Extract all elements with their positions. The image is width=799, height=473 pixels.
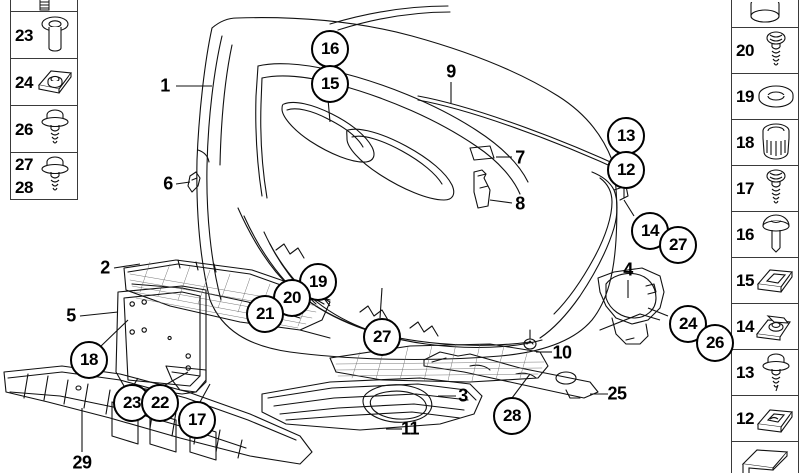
- part-box-17[interactable]: 17: [731, 165, 799, 212]
- leader-line-27b: [379, 287, 383, 319]
- part-number-12: 12: [736, 409, 754, 428]
- square-frame-nut-icon: [754, 258, 798, 303]
- callout-9[interactable]: 9: [446, 61, 456, 82]
- callout-8[interactable]: 8: [515, 193, 525, 214]
- dome-head-screw-icon: [754, 212, 798, 257]
- callout-22[interactable]: 22: [141, 384, 179, 422]
- callout-1[interactable]: 1: [160, 75, 170, 96]
- callout-26[interactable]: 26: [696, 324, 734, 362]
- callout-4[interactable]: 4: [623, 259, 633, 280]
- part-number-15: 15: [736, 271, 754, 290]
- callout-18[interactable]: 18: [70, 341, 108, 379]
- part-box-24[interactable]: 24: [10, 58, 78, 106]
- part-box-27-28[interactable]: 27 28: [10, 152, 78, 200]
- part-box-20[interactable]: 20: [731, 27, 799, 74]
- callout-10[interactable]: 10: [552, 342, 572, 363]
- callout-5[interactable]: 5: [66, 305, 76, 326]
- part-box-14[interactable]: 14: [731, 303, 799, 350]
- part-number-26: 26: [15, 119, 33, 139]
- square-clip-nut-icon: [33, 59, 77, 105]
- leader-line-26: [639, 313, 661, 321]
- leader-line-8: [489, 199, 513, 204]
- part-box-12[interactable]: 12: [731, 395, 799, 442]
- callout-11[interactable]: 11: [400, 418, 420, 439]
- leader-line-28: [511, 373, 531, 399]
- bracket-clip-icon: [732, 442, 798, 473]
- part-box-13[interactable]: 13: [731, 349, 799, 396]
- plate-clip-nut-icon: [754, 304, 798, 349]
- part-number-16: 16: [736, 225, 754, 244]
- callout-6[interactable]: 6: [163, 173, 173, 194]
- part-box-26[interactable]: 26: [10, 105, 78, 153]
- collar-bushing-icon: [33, 12, 77, 58]
- part-number-group-27-28: 27 28: [11, 153, 33, 199]
- flanged-screw-icon-2: [33, 153, 77, 199]
- spring-clip-icon: [754, 396, 798, 441]
- callout-2[interactable]: 2: [100, 257, 110, 278]
- part-box-18[interactable]: 18: [731, 119, 799, 166]
- part-number-19: 19: [736, 87, 754, 106]
- part-number-28: 28: [15, 178, 33, 197]
- ribbed-grommet-icon: [754, 120, 798, 165]
- callout-17[interactable]: 17: [178, 401, 216, 439]
- callout-27-lower[interactable]: 27: [363, 318, 401, 356]
- part-number-14: 14: [736, 317, 754, 336]
- leader-line-24: [647, 307, 669, 317]
- callout-13[interactable]: 13: [607, 117, 645, 155]
- part-box-15[interactable]: 15: [731, 257, 799, 304]
- flanged-screw-icon: [33, 106, 77, 152]
- callout-3[interactable]: 3: [458, 385, 468, 406]
- callout-7[interactable]: 7: [515, 147, 525, 168]
- leader-line-17: [199, 383, 211, 403]
- part-box-23[interactable]: 23: [10, 11, 78, 59]
- callout-16[interactable]: 16: [311, 30, 349, 68]
- pan-head-screw-icon-2: [754, 166, 798, 211]
- callout-21[interactable]: 21: [246, 295, 284, 333]
- hex-flange-screw-icon: [754, 350, 798, 395]
- part-number-13: 13: [736, 363, 754, 382]
- part-number-17: 17: [736, 179, 754, 198]
- leader-line-6: [175, 181, 191, 185]
- callout-12[interactable]: 12: [607, 151, 645, 189]
- left-parts-column: 23 24: [10, 0, 78, 200]
- callout-19[interactable]: 19: [299, 263, 337, 301]
- callout-15[interactable]: 15: [311, 65, 349, 103]
- part-box-bottom-partial[interactable]: [731, 441, 799, 473]
- callout-28[interactable]: 28: [493, 397, 531, 435]
- leader-line-2: [113, 263, 141, 269]
- callout-25[interactable]: 25: [607, 383, 627, 404]
- part-box-19[interactable]: 19: [731, 73, 799, 120]
- leader-line-14: [623, 199, 635, 217]
- pan-head-screw-icon: [754, 28, 798, 73]
- part-number-20: 20: [736, 41, 754, 60]
- leader-line-5: [79, 311, 119, 317]
- part-number-18: 18: [736, 133, 754, 152]
- part-number-24: 24: [15, 72, 33, 92]
- grommet-icon: [11, 0, 77, 11]
- round-grommet-icon: [732, 0, 798, 27]
- part-box-top-partial-right[interactable]: [731, 0, 799, 28]
- right-parts-column: 20 19: [731, 0, 799, 473]
- part-number-23: 23: [15, 25, 33, 45]
- flat-washer-icon: [754, 74, 798, 119]
- part-number-27: 27: [15, 155, 33, 174]
- callout-29[interactable]: 29: [72, 452, 92, 473]
- part-box-16[interactable]: 16: [731, 211, 799, 258]
- callout-27-upper[interactable]: 27: [659, 226, 697, 264]
- leader-line-18: [98, 319, 129, 349]
